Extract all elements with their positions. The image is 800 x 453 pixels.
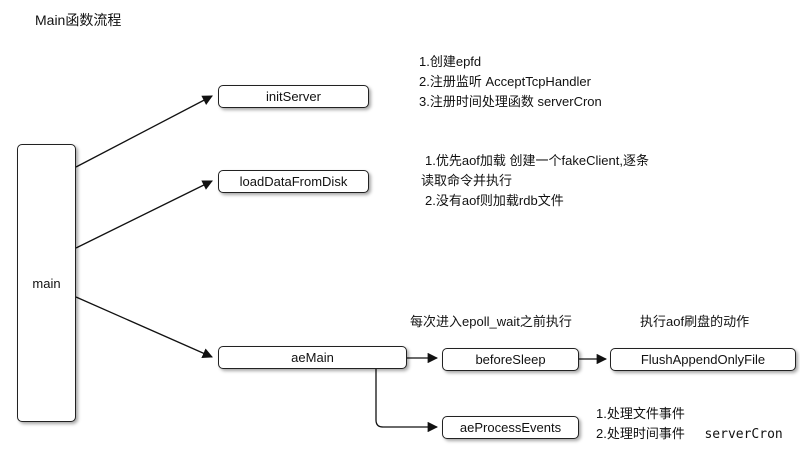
node-main: main <box>17 144 76 422</box>
node-flush-append-only-file: FlushAppendOnlyFile <box>610 348 796 371</box>
edge-main-to-initserver <box>75 95 213 168</box>
node-ae-process-events: aeProcessEvents <box>442 416 579 439</box>
note-code: serverCron <box>704 427 783 442</box>
node-ae-main: aeMain <box>218 346 407 369</box>
note-before-sleep: 每次进入epoll_wait之前执行 <box>410 314 572 329</box>
edge-main-to-loaddata <box>75 180 213 249</box>
note-line: 2.没有aof则加载rdb文件 <box>425 193 564 208</box>
node-load-data-from-disk: loadDataFromDisk <box>218 170 369 193</box>
note-init-server: 1.创建epfd 2.注册监听 AcceptTcpHandler 3.注册时间处… <box>419 52 602 112</box>
node-init-server: initServer <box>218 85 369 108</box>
edge-aemain-to-processevents <box>375 369 439 433</box>
note-load-data: 1.优先aof加载 创建一个fakeClient,逐条 读取命令并执行 2.没有… <box>421 151 649 211</box>
edge-main-to-aemain <box>75 296 213 358</box>
note-line: 读取命令并执行 <box>421 173 513 188</box>
note-line: 1.创建epfd <box>419 54 482 69</box>
note-ae-process-events: 1.处理文件事件 2.处理时间事件 serverCron <box>596 404 783 444</box>
node-before-sleep: beforeSleep <box>442 348 579 371</box>
note-flush-aof: 执行aof刷盘的动作 <box>640 314 750 329</box>
note-line: 3.注册时间处理函数 serverCron <box>419 94 602 109</box>
note-line: 2.注册监听 AcceptTcpHandler <box>419 74 591 89</box>
note-text: 2.处理时间事件 <box>596 426 685 441</box>
diagram-title: Main函数流程 <box>35 12 122 28</box>
note-line: 2.处理时间事件 serverCron <box>596 424 783 444</box>
note-line: 1.处理文件事件 <box>596 406 685 421</box>
note-line: 1.优先aof加载 创建一个fakeClient,逐条 <box>425 153 649 168</box>
